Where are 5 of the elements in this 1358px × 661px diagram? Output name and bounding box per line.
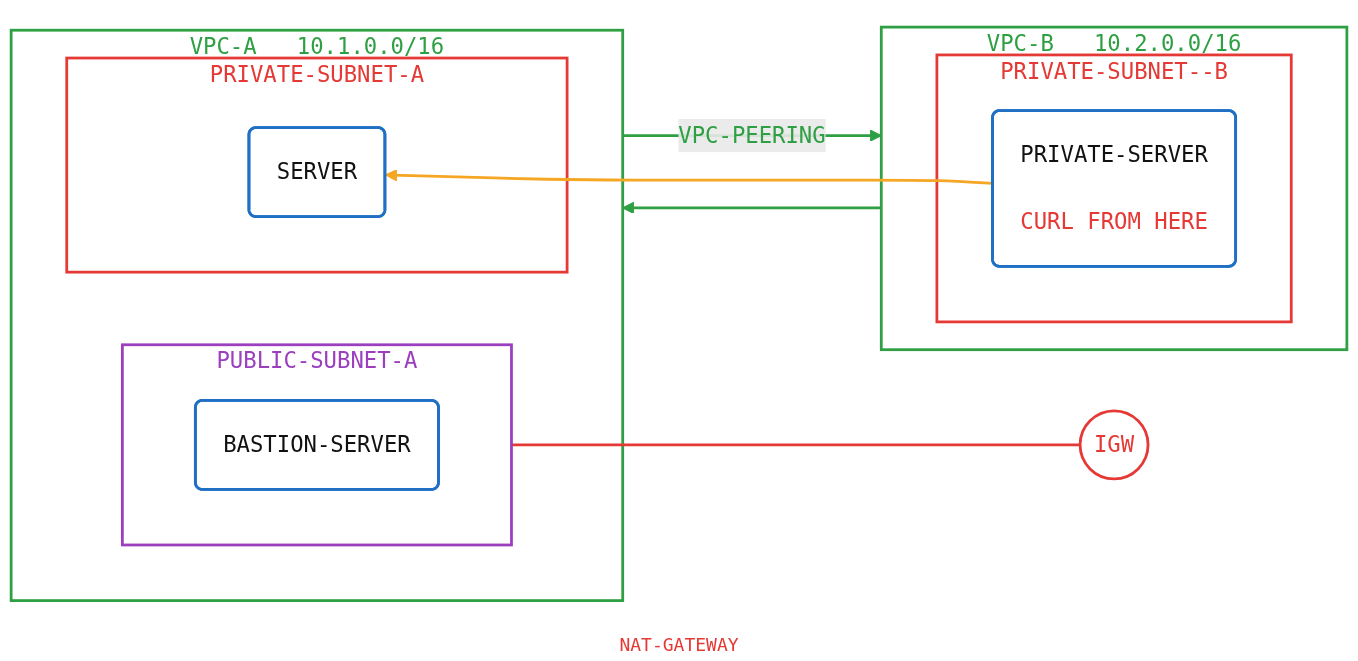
arrow bbox=[622, 201, 882, 215]
edge-label: VPC-PEERING bbox=[678, 121, 826, 149]
connector bbox=[511, 443, 1081, 447]
note-text: NAT-GATEWAY bbox=[619, 634, 739, 655]
node-circle: IGW bbox=[1078, 409, 1150, 481]
